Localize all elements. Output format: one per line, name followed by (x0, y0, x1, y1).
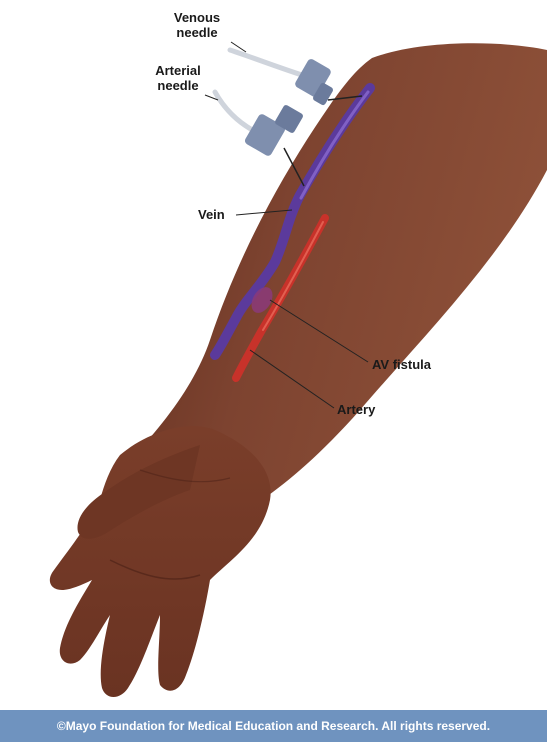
arterial-needle-label-line2: needle (145, 78, 211, 93)
artery-label: Artery (337, 402, 375, 417)
copyright-text: ©Mayo Foundation for Medical Education a… (57, 719, 490, 733)
venous-needle-label-line1: Venous (162, 10, 232, 25)
arterial-needle-label-line1: Arterial (145, 63, 211, 78)
arterial-needle-hub (244, 104, 305, 157)
venous-needle-hub (294, 58, 334, 107)
venous-needle-label-line2: needle (162, 25, 232, 40)
arterial-needle-label: Arterial needle (145, 63, 211, 93)
copyright-bar: ©Mayo Foundation for Medical Education a… (0, 710, 547, 742)
venous-needle-label: Venous needle (162, 10, 232, 40)
av-fistula-label: AV fistula (372, 357, 431, 372)
vein-label: Vein (198, 207, 225, 222)
